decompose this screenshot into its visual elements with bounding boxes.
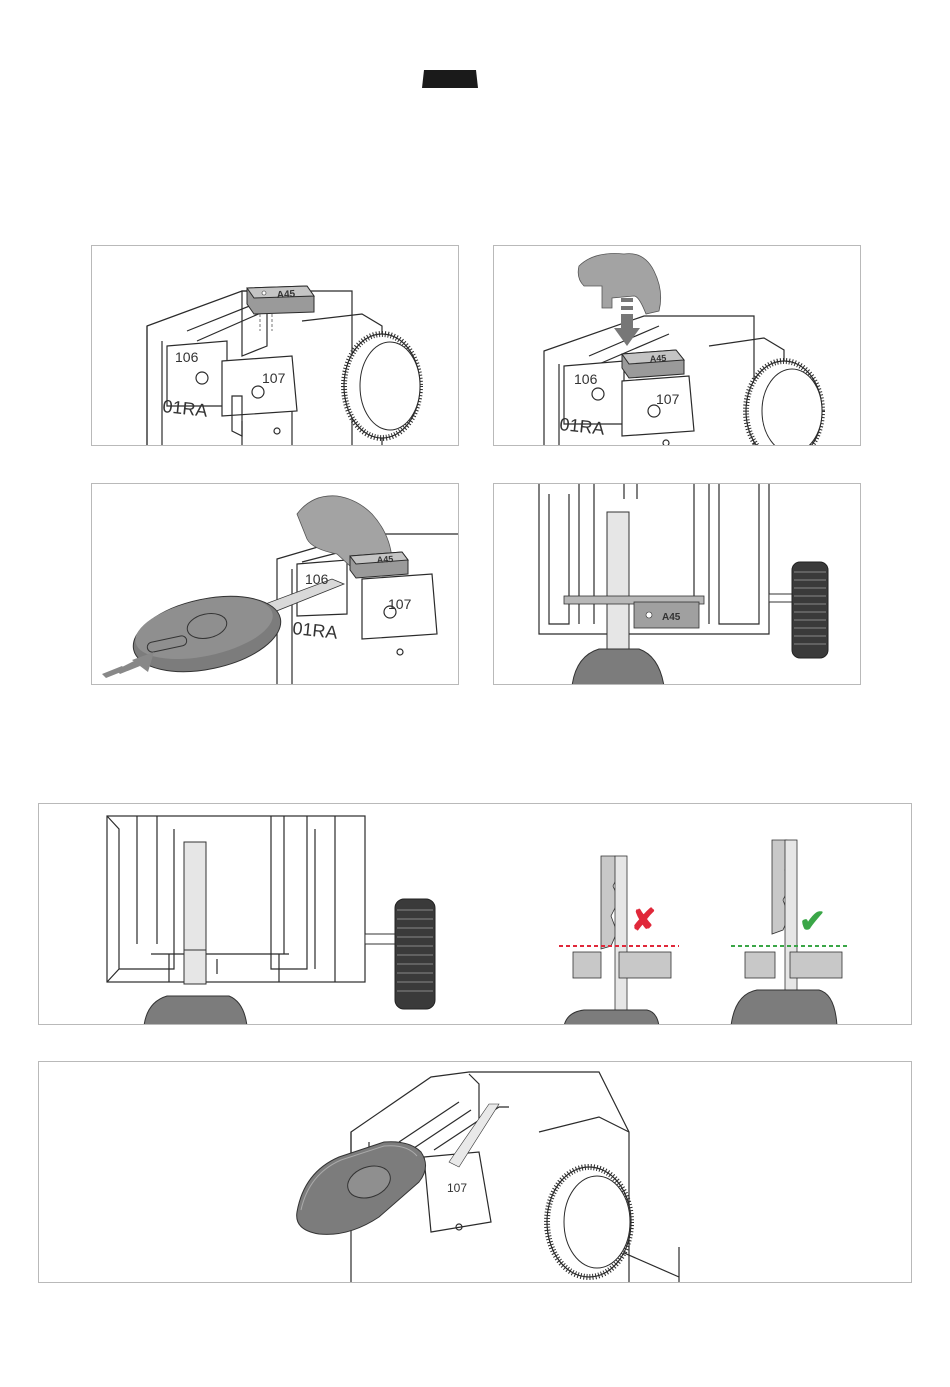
insert-label: A45 bbox=[662, 612, 681, 623]
step-2-panel: A45 106 107 01RA bbox=[493, 245, 861, 446]
left-jaw-label: 106 bbox=[305, 571, 329, 587]
left-jaw-label: 106 bbox=[574, 371, 598, 387]
right-mark-icon: ✔ bbox=[799, 903, 826, 939]
step-4-illustration: A45 bbox=[494, 484, 861, 685]
left-jaw-label: 106 bbox=[175, 349, 199, 365]
step-5-panel: ✘ ✔ bbox=[38, 803, 912, 1025]
wrong-mark-icon: ✘ bbox=[631, 904, 656, 937]
step-2-illustration: A45 106 107 01RA bbox=[494, 246, 861, 446]
right-jaw-label: 107 bbox=[262, 370, 286, 386]
step-6-panel: 107 bbox=[38, 1061, 912, 1283]
wrong-example: ✘ bbox=[559, 856, 679, 1025]
insert-label: A45 bbox=[276, 289, 296, 301]
step-1-illustration: A45 106 107 01RA bbox=[92, 246, 459, 446]
step-3-illustration: A45 106 107 01RA bbox=[92, 484, 459, 685]
right-example: ✔ bbox=[731, 840, 847, 1025]
step-3-panel: A45 106 107 01RA bbox=[91, 483, 459, 685]
insert-label: A45 bbox=[376, 554, 393, 565]
step-1-panel: A45 106 107 01RA bbox=[91, 245, 459, 446]
step-5-illustration: ✘ ✔ bbox=[39, 804, 912, 1025]
right-jaw-label: 107 bbox=[388, 596, 412, 612]
step-4-panel: A45 bbox=[493, 483, 861, 685]
insert-label: A45 bbox=[649, 353, 666, 364]
step-6-illustration: 107 bbox=[39, 1062, 912, 1283]
right-jaw-label: 107 bbox=[447, 1181, 467, 1195]
right-jaw-label: 107 bbox=[656, 391, 680, 407]
header-badge bbox=[420, 70, 478, 88]
